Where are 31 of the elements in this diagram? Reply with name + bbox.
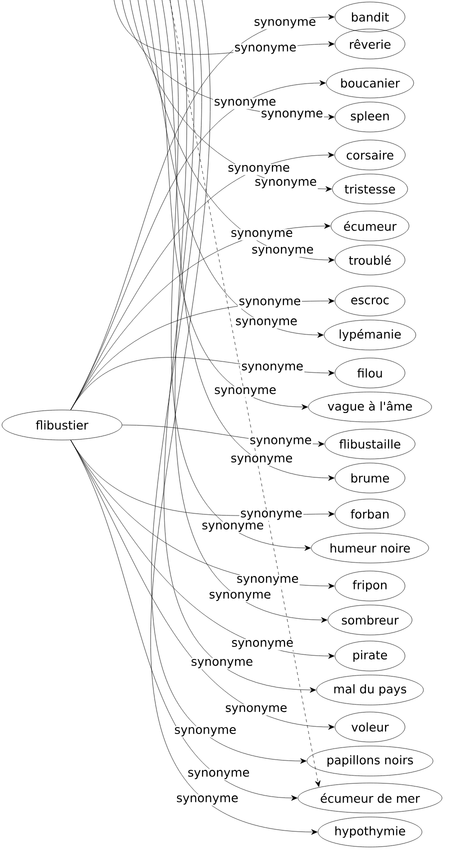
edge-label: synonyme xyxy=(210,592,270,602)
edge-label: synonyme xyxy=(214,387,276,396)
edge-label: synonyme xyxy=(231,230,292,240)
edge-label: synonyme xyxy=(237,576,298,586)
arrow xyxy=(170,0,320,787)
arrow xyxy=(70,440,334,659)
edge-label: synonyme xyxy=(254,19,316,28)
edge-label: synonyme xyxy=(252,246,313,256)
edge-label: synonyme xyxy=(240,510,302,520)
edge-label: synonyme xyxy=(236,318,297,328)
edge-label: synonyme xyxy=(235,44,296,54)
edge-label: synonyme xyxy=(188,770,250,780)
edge-label: synonyme xyxy=(262,110,322,120)
arrow xyxy=(170,0,311,551)
edge-label: synonyme xyxy=(239,298,300,308)
arrow xyxy=(154,0,308,410)
edge-label: synonyme xyxy=(255,179,316,188)
edge-label: synonyme xyxy=(226,705,287,714)
edge-label: synonyme xyxy=(242,364,303,373)
edge-label: synonyme xyxy=(231,456,292,465)
arrow xyxy=(146,0,324,338)
edge-label: synonyme xyxy=(228,164,290,174)
edge-label: synonyme xyxy=(232,640,293,650)
arrow xyxy=(70,440,298,801)
edge-label: synonyme xyxy=(174,727,236,736)
edge-label: synonyme xyxy=(214,98,276,108)
edge-label: synonyme xyxy=(202,522,264,532)
edge-label: synonyme xyxy=(176,795,238,805)
edge-label: synonyme xyxy=(192,659,252,668)
edge-label: synonyme xyxy=(250,437,312,447)
arrow xyxy=(162,0,334,481)
